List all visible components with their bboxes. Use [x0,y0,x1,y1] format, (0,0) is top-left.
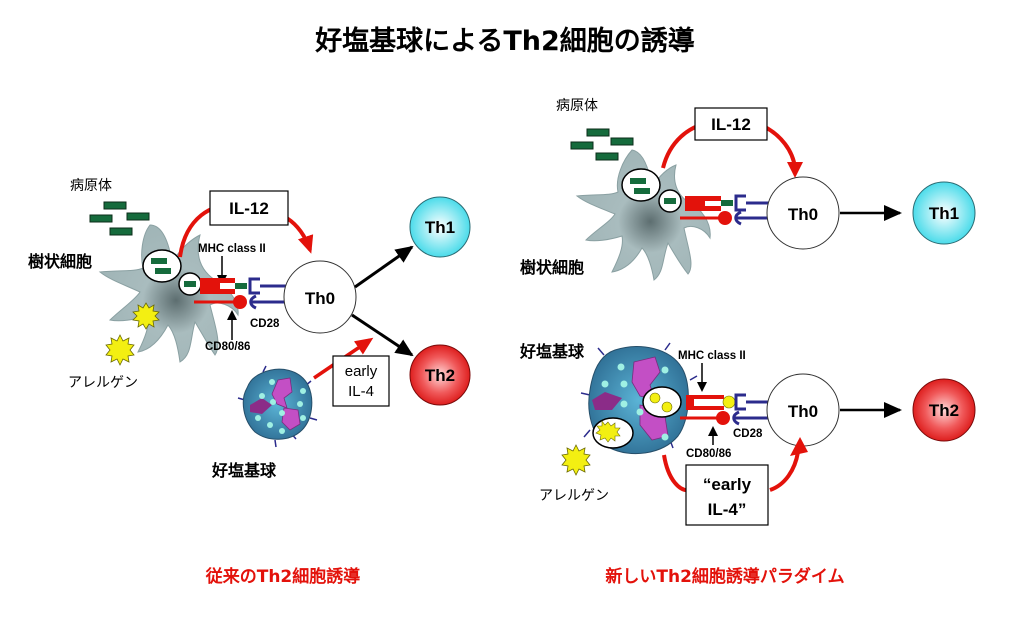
cd80-label-right: CD80/86 [686,448,731,460]
mhc-molecule-bottom [686,395,736,410]
basophil-icon [237,365,318,448]
th1-cell [409,196,471,258]
early-il4-line2-right: IL-4” [708,500,747,519]
th0-label: Th0 [305,289,335,308]
dendritic-cell-icon [98,224,239,363]
page-title: 好塩基球によるTh2細胞の誘導 [314,25,695,57]
pathogen-label: 病原体 [70,178,112,194]
il12-label-right: IL-12 [711,115,751,134]
early-il4-line1: early [345,363,378,380]
th1-label: Th1 [425,218,455,237]
il12-arrowhead-right [787,162,803,178]
th2-label-right: Th2 [929,401,959,420]
right-panel: 病原体 樹状細胞 IL-12 [519,98,976,587]
pathogen-label-right: 病原体 [556,98,598,114]
cd28-label: CD28 [250,318,280,330]
th2-label: Th2 [425,366,455,385]
dendritic-cell-label: 樹状細胞 [28,252,92,271]
mhc-label: MHC class II [198,243,266,255]
early-il4-arrowhead-right [790,437,808,456]
early-il4-box-right [685,464,769,526]
tcr-receptor-right [734,194,770,212]
basophil-label-right: 好塩基球 [519,342,585,361]
left-panel: 病原体 樹状細胞 アレルゲン IL-12 MHC class II [28,178,471,587]
basophil-label: 好塩基球 [211,461,277,480]
th0-to-th1-arrow [354,245,414,289]
right-caption: 新しいTh2細胞誘導パラダイム [605,566,844,587]
dendritic-cell-label-right: 樹状細胞 [520,258,584,277]
th1-label-right: Th1 [929,204,959,223]
early-il4-line2: IL-4 [348,383,374,400]
cd80-label: CD80/86 [205,341,250,353]
th0-to-th2-arrow [351,313,414,357]
allergen-label: アレルゲン [68,375,138,391]
th0-label-bottom: Th0 [788,402,818,421]
basophil-icon-right [580,342,698,455]
cd80-cd28-pair-bottom [680,410,770,426]
cd28-label-right: CD28 [733,428,763,440]
th2-cell [409,344,471,406]
tcr-receptor-bottom [734,393,770,411]
il12-box [209,190,289,226]
early-il4-box [332,355,390,407]
allergen-label-right: アレルゲン [539,488,609,504]
th2-cell-right [912,378,976,442]
th0-label-top: Th0 [788,205,818,224]
cd80-cd28-pair-right [680,210,770,226]
dendritic-cell-icon-right [575,149,711,281]
pathogen-icon-right [570,128,634,161]
left-caption: 従来のTh2細胞誘導 [205,566,361,587]
il12-box-right [694,107,768,141]
il12-label: IL-12 [229,199,269,218]
allergen-icon [105,302,160,366]
mhc-molecule [200,278,247,294]
th0-cell [283,260,357,334]
th1-cell-right [912,181,976,245]
mhc-molecule-right [685,196,733,211]
early-il4-line1-right: “early [703,475,752,494]
allergen-icon-right [561,444,591,476]
mhc-label-right: MHC class II [678,350,746,362]
pathogen-icon [89,201,150,236]
th0-cell-top [766,176,840,250]
